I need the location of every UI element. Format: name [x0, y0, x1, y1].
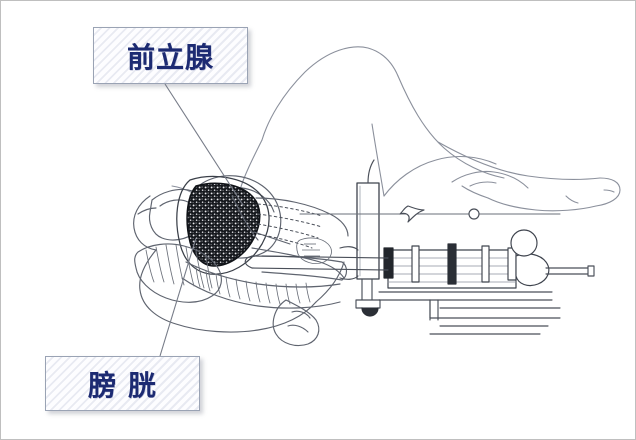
stepper-collar-4	[481, 245, 490, 283]
ankle-crease	[565, 195, 579, 204]
needle-track-envelope-lower	[251, 247, 345, 279]
probe-clamp-bracket	[339, 246, 359, 251]
pelvis-outer-contour	[133, 195, 157, 251]
probe-tail-cap	[587, 265, 595, 277]
foot-top-outline	[595, 177, 621, 207]
needle-track-dotted	[257, 203, 323, 249]
implant-needle-stop	[468, 208, 480, 220]
pubic-bone-tip	[137, 207, 157, 215]
device-group	[244, 159, 595, 335]
probe-clamp-bracket-2	[339, 275, 359, 280]
stepper-collar-3	[447, 243, 457, 285]
penile-shaft-lower	[261, 271, 343, 281]
ultrasound-probe-shaft-lower	[251, 267, 389, 271]
ischium-outline	[296, 237, 332, 264]
toe-crease	[603, 189, 615, 193]
lower-leg-top-outline	[437, 141, 601, 180]
callout-label-prostate-text: 前立腺	[126, 40, 214, 74]
stepper-collar-1	[383, 247, 394, 279]
template-mount-knob	[361, 307, 379, 317]
prostate-gland-fill	[186, 182, 261, 267]
pubic-bone-inner-line	[159, 199, 189, 207]
implant-needle-hub	[399, 205, 425, 223]
thigh-inner-crease	[371, 123, 385, 197]
rectum-ribs	[195, 266, 311, 305]
scrotum-detail-1	[291, 310, 311, 319]
prostate-apex-line	[253, 231, 291, 245]
probe-handle-ball	[510, 229, 538, 257]
groin-fold	[383, 155, 497, 197]
perineum-contour	[315, 261, 345, 303]
stepper-collar-2	[411, 245, 420, 283]
operator-hand-thumb	[469, 181, 497, 187]
scrotum-detail-2	[287, 324, 309, 333]
support-column	[429, 299, 439, 321]
ultrasound-probe-shaft-upper	[251, 255, 389, 259]
ultrasound-probe-tip	[244, 255, 253, 269]
template-top-stem	[367, 159, 375, 184]
ischium-detail-group	[296, 237, 332, 264]
rectum-upper-wall	[185, 261, 341, 288]
callout-label-bladder[interactable]: 膀 胱	[45, 356, 200, 411]
callout-label-prostate[interactable]: 前立腺	[93, 27, 248, 84]
operator-hand-outline	[451, 170, 529, 189]
template-mount-post	[361, 278, 373, 301]
heel-outline	[461, 185, 489, 199]
template-mount-base	[355, 299, 381, 309]
scrotum-outline	[272, 299, 320, 347]
pelvic-section-group	[133, 175, 349, 347]
rectum-lower-wall	[181, 277, 341, 309]
raised-thigh-outline	[261, 46, 399, 141]
callout-label-bladder-text: 膀 胱	[88, 368, 157, 402]
prostate-capsule-outline	[176, 175, 270, 275]
probe-handle-knob	[515, 253, 550, 287]
foot-sole-outline	[487, 197, 597, 212]
thigh-back-outline	[397, 75, 505, 179]
